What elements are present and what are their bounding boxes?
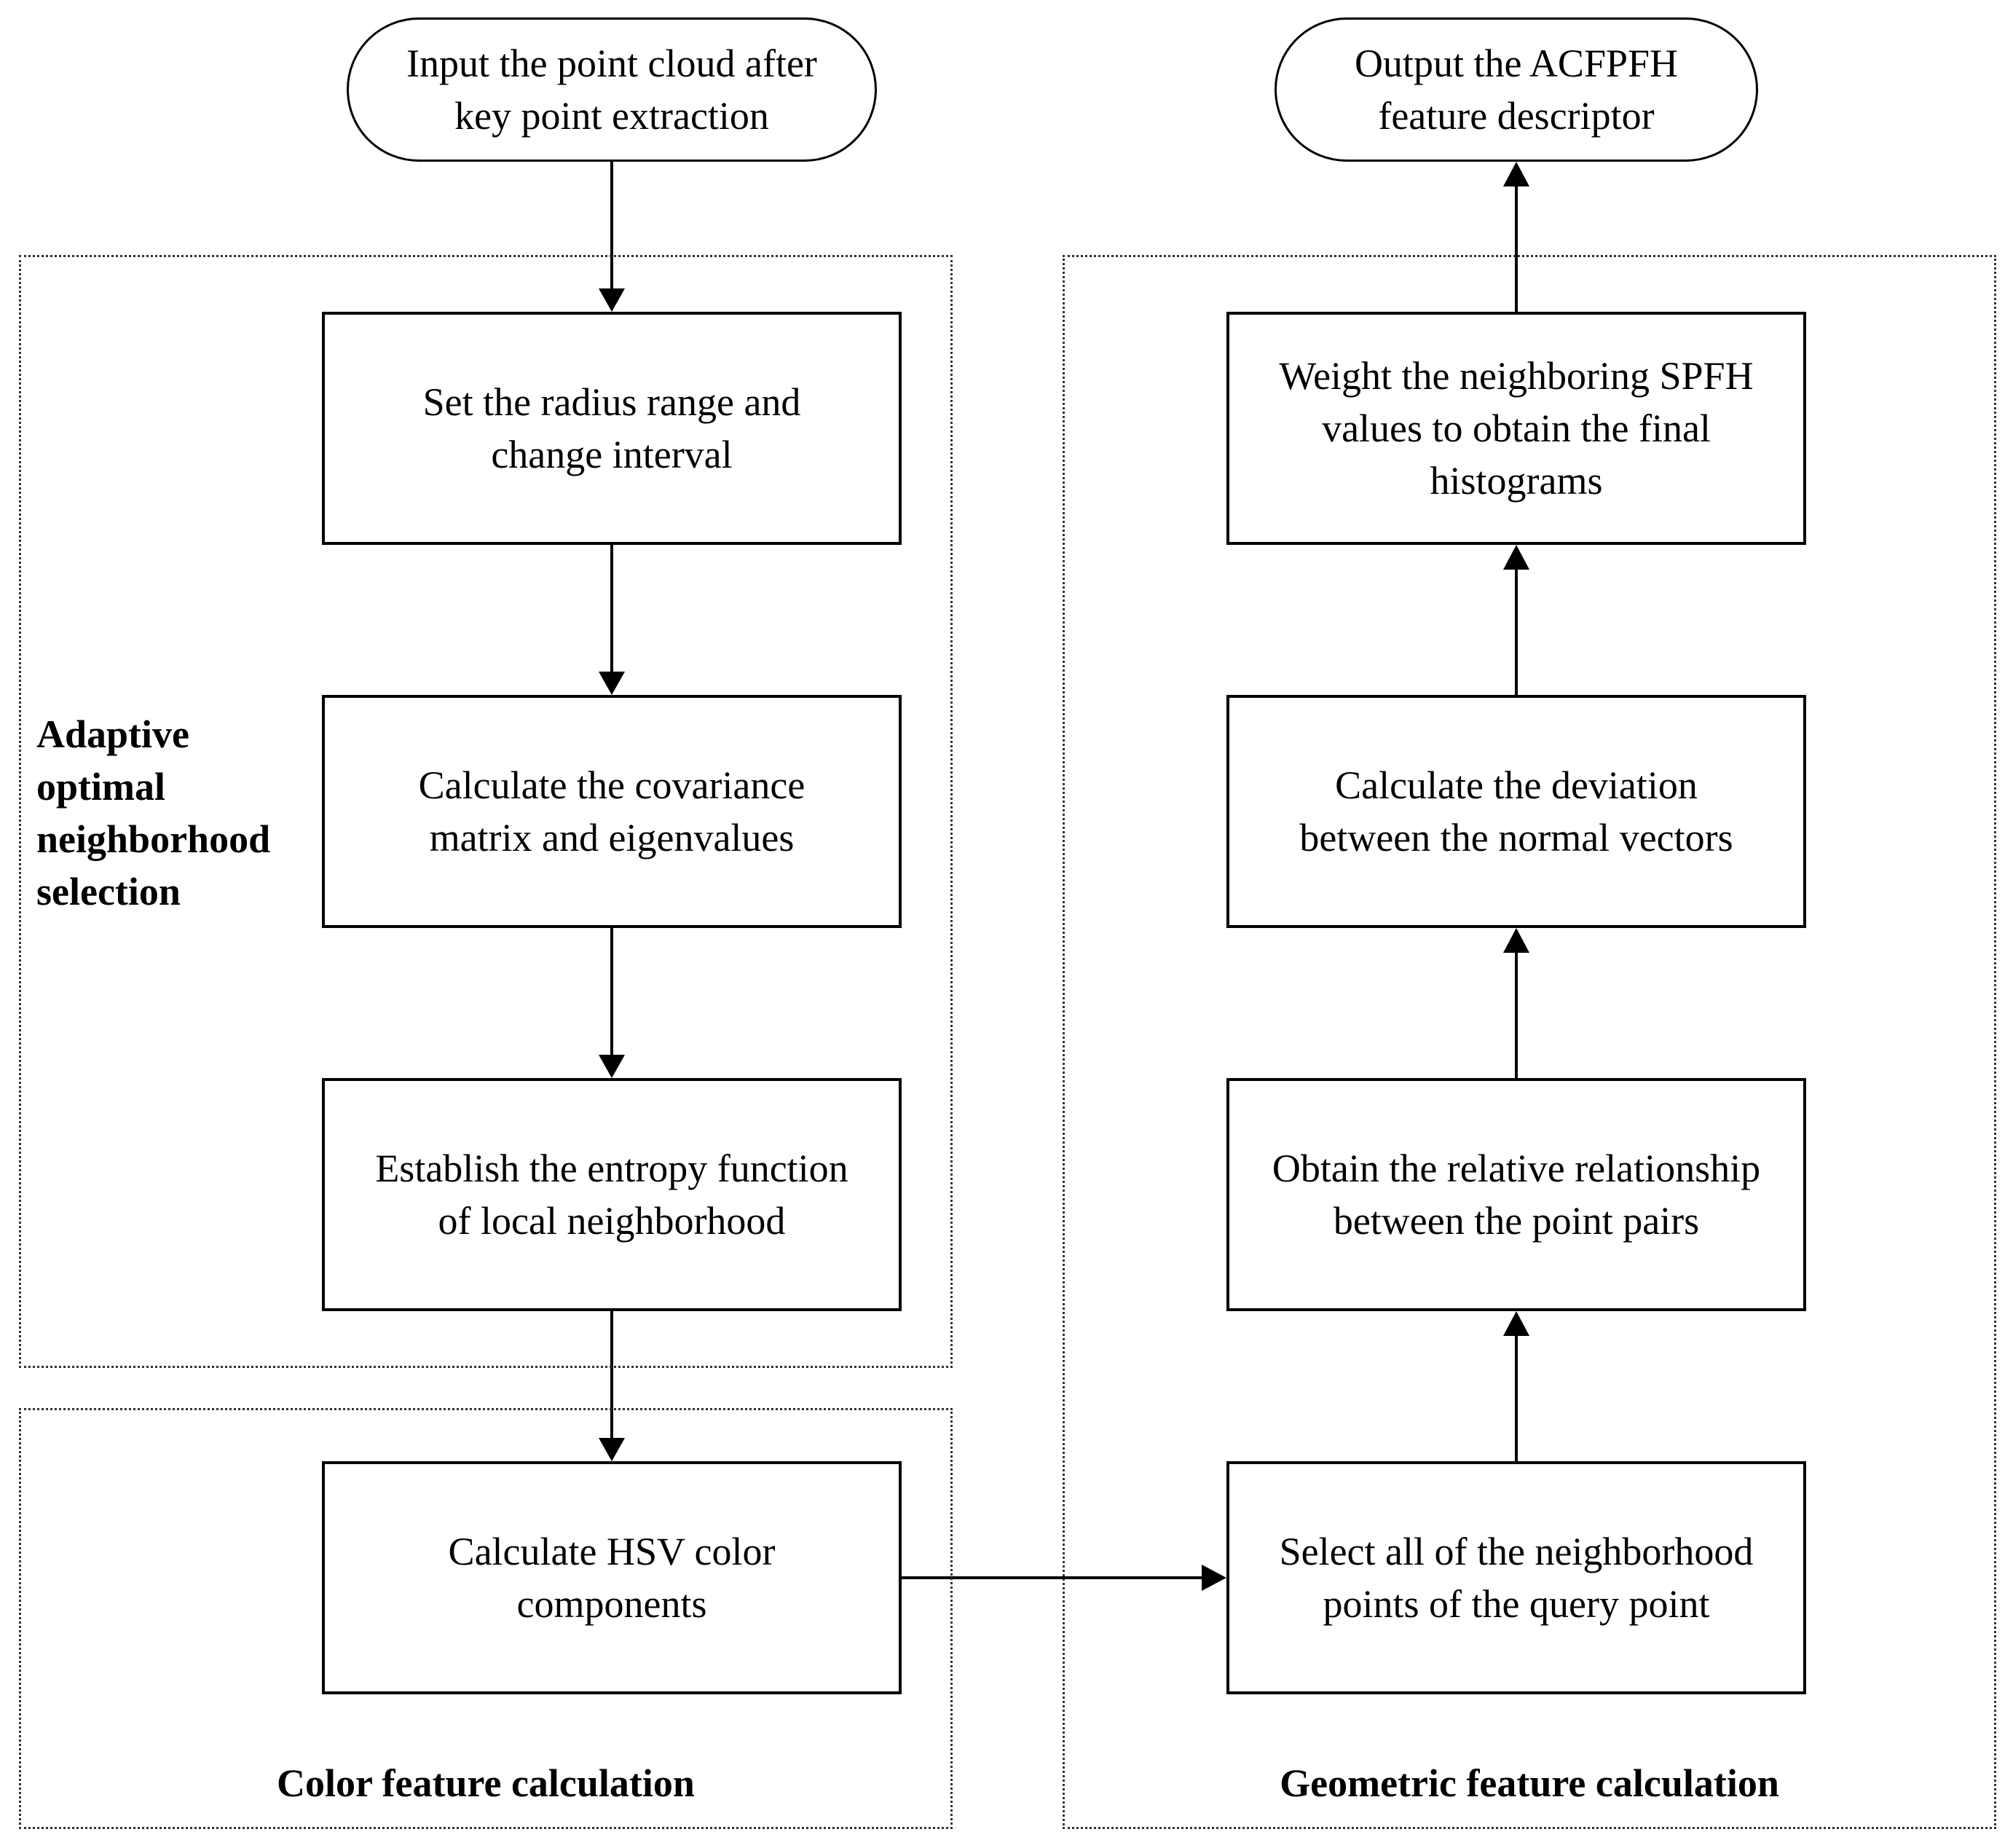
arrowhead-relative [1503, 1311, 1529, 1336]
group-geometric-feature [1063, 255, 1996, 1829]
arrowhead-covariance [599, 672, 625, 695]
arrowhead-end [1503, 162, 1529, 186]
arrowhead-hsv [599, 1438, 625, 1461]
arrowhead-deviation [1503, 928, 1529, 953]
step-select-neighborhood: Select all of the neighborhood points of… [1226, 1461, 1806, 1694]
start-terminal: Input the point cloud after key point ex… [347, 17, 877, 162]
end-terminal: Output the ACFPFH feature descriptor [1275, 17, 1758, 162]
step-covariance-matrix: Calculate the covariance matrix and eige… [322, 695, 902, 928]
step-weight-spfh: Weight the neighboring SPFH values to ob… [1226, 312, 1806, 545]
arrowhead-select [1202, 1565, 1226, 1591]
group-label-color: Color feature calculation [277, 1761, 695, 1805]
arrowhead-entropy [599, 1055, 625, 1078]
step-normal-deviation: Calculate the deviation between the norm… [1226, 695, 1806, 928]
group-color-feature [19, 1408, 953, 1829]
step-set-radius-range: Set the radius range and change interval [322, 312, 902, 545]
arrowhead-weight [1503, 545, 1529, 570]
group-adaptive-neighborhood [19, 255, 953, 1368]
group-label-adaptive: Adaptive optimal neighborhood selection [36, 712, 271, 913]
step-hsv-components: Calculate HSV color components [322, 1461, 902, 1694]
step-entropy-function: Establish the entropy function of local … [322, 1078, 902, 1311]
arrowhead-radius [599, 288, 625, 312]
group-label-geometric: Geometric feature calculation [1280, 1761, 1779, 1805]
step-relative-relationship: Obtain the relative relationship between… [1226, 1078, 1806, 1311]
